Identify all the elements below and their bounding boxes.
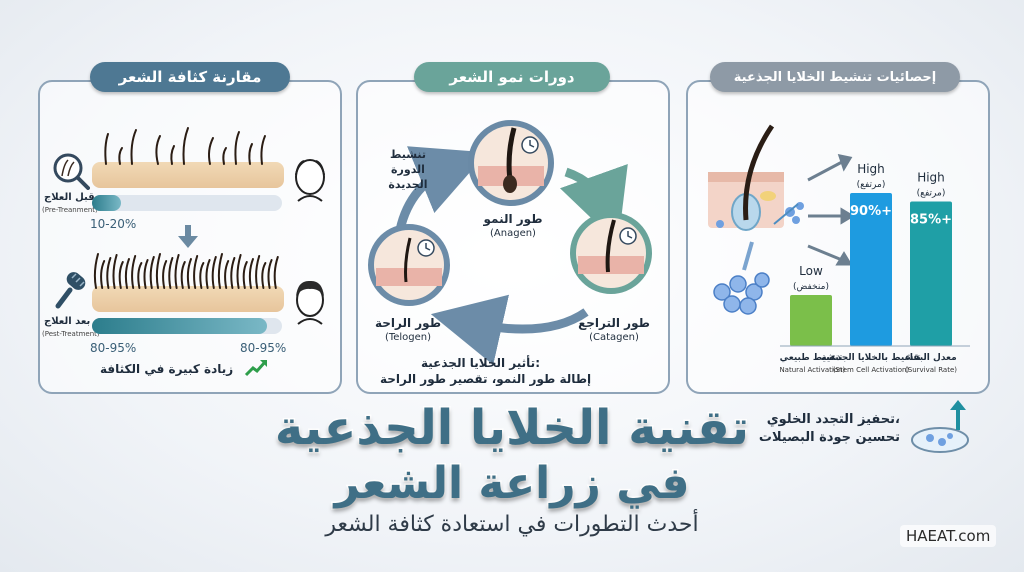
after-scalp-image xyxy=(92,286,284,312)
before-range: 10-20% xyxy=(90,217,137,231)
before-label-en: (Pre-Treanment) xyxy=(42,206,98,214)
down-arrow-icon xyxy=(178,225,198,248)
petri-dish-icon xyxy=(911,400,969,453)
hair-strand xyxy=(137,262,143,289)
chart-level-label-ar: (منخفض) xyxy=(793,282,829,292)
brand-label[interactable]: HAEAT.com xyxy=(900,525,997,547)
hair-strand xyxy=(193,255,199,289)
reactivate-label-3: الجديدة xyxy=(388,178,428,191)
catagen-label-en: (Catagen) xyxy=(589,332,639,343)
density-panel-title: مقارنة كثافة الشعر xyxy=(90,62,290,92)
after-hair-strands xyxy=(93,253,279,289)
before-density-bar xyxy=(92,195,282,211)
chart-category-label-en: (Natural Activation) xyxy=(780,366,846,374)
full-hair-head-icon xyxy=(296,280,324,325)
hair-strand xyxy=(131,255,137,289)
after-label-en: (Pest-Treatment) xyxy=(42,330,100,338)
increase-text: زيادة كبيرة في الكثافة xyxy=(100,362,234,376)
chart-category-label: تنشيط طبيعي xyxy=(780,353,842,363)
pointer-arrows xyxy=(807,154,854,266)
stem-cell-effect-title: تأثير الخلايا الجذعية: xyxy=(420,356,540,370)
chart-level-label-ar: (مرتفع) xyxy=(917,189,946,199)
hair-strand xyxy=(174,254,180,289)
hair-strand xyxy=(112,254,118,289)
hair-strand xyxy=(273,256,279,289)
skin-stem-cell-image xyxy=(708,124,804,315)
hair-strand xyxy=(230,257,236,289)
catagen-follicle-image xyxy=(570,212,652,294)
hair-strand xyxy=(106,257,112,289)
regeneration-caption-2: تحسين جودة البصيلات xyxy=(758,430,900,445)
before-hair-strands xyxy=(104,127,266,165)
stem-cell-stats-chart: Low (منخفض) تنشيط طبيعي (Natural Activation… xyxy=(780,162,970,374)
hair-strand xyxy=(267,259,273,289)
chart-bar xyxy=(850,193,892,346)
balding-head-icon xyxy=(295,159,325,202)
main-title-line2: في زراعة الشعر xyxy=(333,457,691,511)
chart-bar xyxy=(910,201,952,346)
stem-cell-effect-text: إطالة طور النمو، تقصير طور الراحة xyxy=(380,372,592,386)
after-density-fill xyxy=(92,318,267,334)
chart-category-label-en: (Survival Rate) xyxy=(905,366,957,374)
main-subtitle: أحدث التطورات في استعادة كثافة الشعر xyxy=(325,512,699,537)
hair-strand xyxy=(155,253,161,289)
telogen-label: طور الراحة xyxy=(374,316,442,330)
telogen-label-en: (Telogen) xyxy=(384,332,432,343)
hair-strand xyxy=(236,254,242,289)
reactivate-label-1: تنشيط xyxy=(389,148,427,161)
after-range-right: 80-95% xyxy=(240,341,287,355)
hair-strand xyxy=(93,253,99,289)
after-range-left: 80-95% xyxy=(90,341,137,355)
reactivate-label-2: الدورة xyxy=(391,163,425,176)
chart-value-label: 85%+ xyxy=(910,213,952,228)
hair-strand xyxy=(242,261,248,289)
hair-strand xyxy=(143,259,149,289)
chart-category-label: معدل البقاء xyxy=(905,353,956,363)
anagen-label: طور النمو xyxy=(483,212,543,226)
chart-value-label: 90%+ xyxy=(850,204,892,219)
after-label: بعد العلاج xyxy=(44,316,91,327)
chart-category-label: تنشيط بالخلايا الجذعية xyxy=(821,353,920,363)
chart-bar xyxy=(790,295,832,346)
after-density-bar xyxy=(92,318,282,334)
hair-strand xyxy=(217,253,223,289)
before-density-fill xyxy=(92,195,121,211)
hair-strand xyxy=(180,261,186,289)
hair-strand xyxy=(100,260,106,289)
hair-strand xyxy=(118,261,124,289)
cycle-arrows xyxy=(395,146,628,366)
hair-strand xyxy=(211,256,217,289)
chart-category-label-en: (Stem Cell Activation) xyxy=(833,366,910,374)
hair-strand xyxy=(162,260,168,289)
hair-strand xyxy=(248,258,254,289)
hair-strand xyxy=(186,258,192,289)
chart-level-label: High xyxy=(917,171,945,185)
before-label: قبل العلاج xyxy=(44,192,95,203)
hair-strand xyxy=(205,259,211,289)
magnifier-icon xyxy=(53,153,90,190)
chart-level-label-ar: (مرتفع) xyxy=(857,180,886,190)
regeneration-caption-1: تحفيز التجدد الخلوي، xyxy=(766,412,900,427)
chart-level-label: Low xyxy=(799,264,823,278)
catagen-label: طور التراجع xyxy=(578,316,650,330)
hair-brush-icon xyxy=(55,272,86,309)
main-title-line1: تقنية الخلايا الجذعية xyxy=(273,399,750,458)
anagen-follicle-image xyxy=(468,120,554,206)
telogen-follicle-image xyxy=(368,224,450,306)
hair-strand xyxy=(255,255,261,289)
growth-cycle-title: دورات نمو الشعر xyxy=(414,62,610,92)
hair-strand xyxy=(149,256,155,289)
chart-level-label: High xyxy=(857,162,885,176)
hair-strand xyxy=(224,260,230,289)
hair-strand xyxy=(261,262,267,289)
hair-strand xyxy=(199,262,205,289)
trend-up-icon xyxy=(244,360,267,377)
hair-strand xyxy=(124,258,130,289)
anagen-label-en: (Anagen) xyxy=(490,228,536,239)
before-scalp-image xyxy=(92,162,284,188)
hair-strand xyxy=(168,257,174,289)
stats-panel-title: إحصائيات تنشيط الخلايا الجذعية xyxy=(710,62,960,92)
